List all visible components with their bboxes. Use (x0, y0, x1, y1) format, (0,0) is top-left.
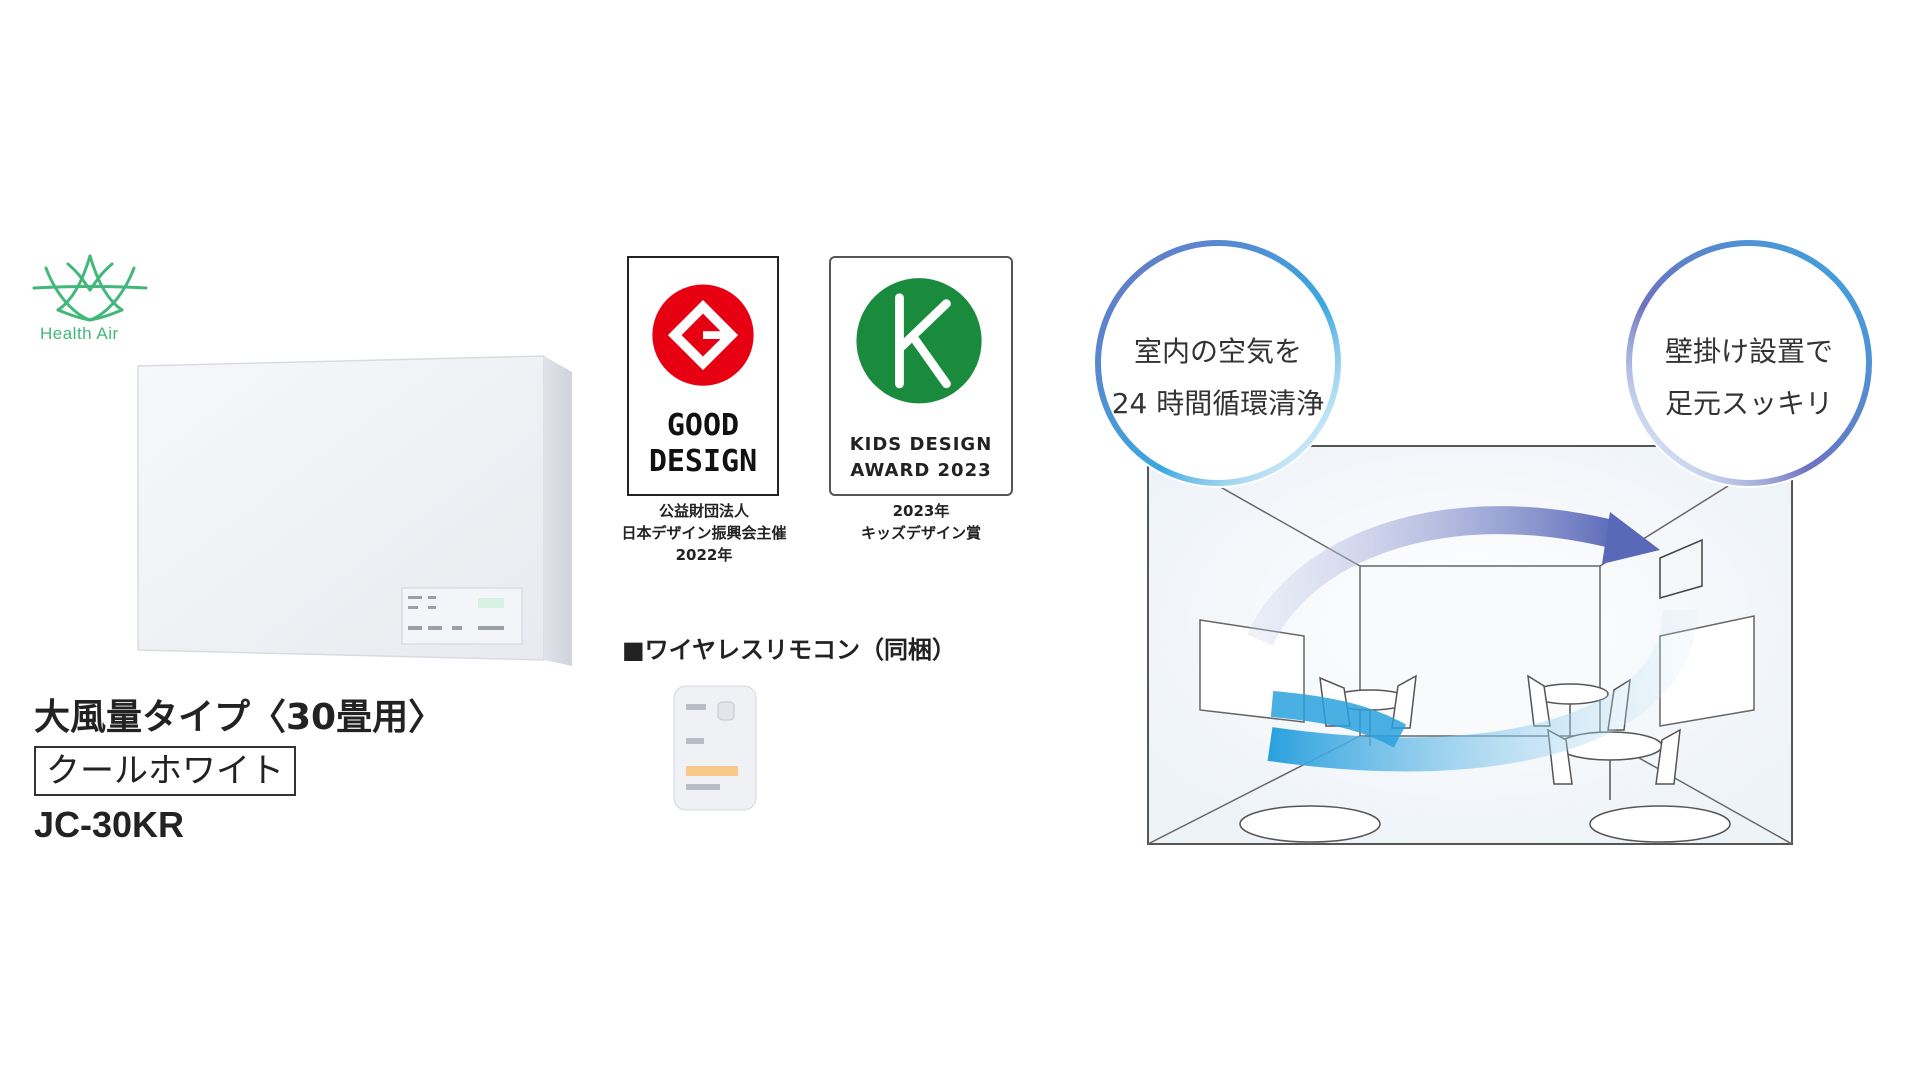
kids-design-caption: 2023年 キッズデザイン賞 (829, 500, 1013, 544)
health-air-logo-icon (32, 254, 148, 322)
kids-design-line2: AWARD 2023 (850, 460, 992, 481)
feature-bubble-circulation: 室内の空気を 24 時間循環清浄 (1093, 238, 1343, 488)
room-airflow-illustration (1147, 445, 1793, 845)
remote-label: ■ワイヤレスリモコン（同梱） (622, 636, 956, 664)
feature-bubble-wall-mount: 壁掛け設置で 足元スッキリ (1624, 238, 1874, 488)
wireless-remote-image (673, 685, 757, 811)
bubble-ring-right (1626, 240, 1872, 486)
kids-design-caption-line: 2023年 (892, 502, 950, 520)
product-color-label: クールホワイト (34, 746, 296, 796)
feature-right-line2: 足元スッキリ (1664, 387, 1833, 420)
feature-left-line1: 室内の空気を (1133, 335, 1302, 368)
good-design-award-badge: GOOD DESIGN (627, 256, 779, 496)
good-design-caption-line: 2022年 (675, 546, 733, 564)
good-design-caption-line: 公益財団法人 (658, 502, 749, 520)
kids-design-award-badge: KIDS DESIGN AWARD 2023 (829, 256, 1013, 496)
logo-name: Health Air (40, 324, 119, 343)
kids-design-k-mark-icon (856, 278, 982, 404)
good-design-g-mark-icon (652, 284, 754, 386)
feature-left-line2: 24 時間循環清浄 (1111, 387, 1325, 420)
good-design-line1: GOOD (666, 408, 740, 443)
air-purifier-image (137, 355, 572, 666)
feature-right-line1: 壁掛け設置で (1664, 335, 1833, 368)
kids-design-line1: KIDS DESIGN (849, 434, 993, 455)
kids-design-caption-line: キッズデザイン賞 (860, 524, 981, 542)
product-type: 大風量タイプ〈30畳用〉 (34, 697, 445, 738)
good-design-line2: DESIGN (648, 444, 758, 479)
good-design-caption: 公益財団法人 日本デザイン振興会主催 2022年 (612, 500, 796, 566)
good-design-caption-line: 日本デザイン振興会主催 (621, 524, 787, 542)
product-model: JC-30KR (34, 804, 185, 845)
bubble-ring-left (1095, 240, 1341, 486)
